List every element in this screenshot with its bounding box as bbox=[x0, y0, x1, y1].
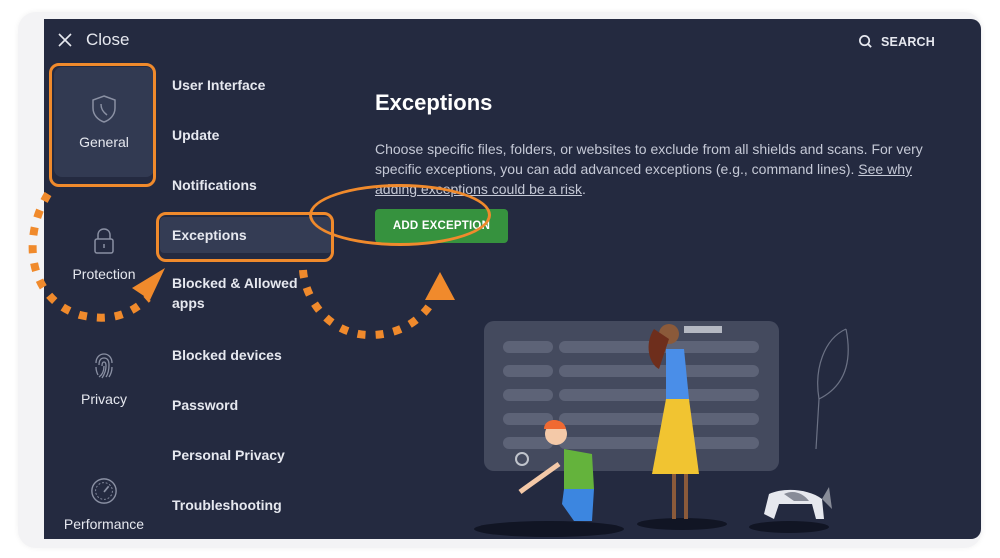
submenu-blocked-devices[interactable]: Blocked devices bbox=[160, 337, 332, 373]
category-label: General bbox=[79, 134, 129, 150]
submenu-label: User Interface bbox=[172, 77, 266, 93]
search-label: SEARCH bbox=[881, 34, 935, 49]
add-exception-button[interactable]: ADD EXCEPTION bbox=[375, 209, 508, 243]
search-icon bbox=[859, 35, 872, 48]
submenu-notifications[interactable]: Notifications bbox=[160, 167, 332, 203]
fingerprint-icon bbox=[95, 353, 113, 379]
category-label: Performance bbox=[63, 516, 145, 532]
exceptions-illustration bbox=[474, 321, 849, 537]
page-title: Exceptions bbox=[375, 90, 493, 115]
submenu-label: Troubleshooting bbox=[172, 497, 282, 513]
submenu-exceptions[interactable]: Exceptions bbox=[160, 217, 332, 253]
submenu-personal-privacy[interactable]: Personal Privacy bbox=[160, 437, 332, 473]
close-button[interactable]: Close bbox=[58, 30, 129, 50]
category-general[interactable]: General bbox=[54, 67, 154, 177]
close-x-icon bbox=[58, 33, 72, 47]
submenu-label: Blocked & Allowed apps bbox=[172, 275, 298, 311]
submenu-label: Blocked devices bbox=[172, 347, 282, 363]
submenu-label: Exceptions bbox=[172, 227, 247, 243]
submenu-label: Personal Privacy bbox=[172, 447, 285, 463]
lock-icon bbox=[94, 228, 114, 254]
submenu-label: Notifications bbox=[172, 177, 257, 193]
settings-window: Close SEARCH General Protection Privacy … bbox=[44, 19, 981, 539]
submenu-user-interface[interactable]: User Interface bbox=[160, 67, 332, 103]
speedometer-icon bbox=[91, 478, 117, 504]
page-description: Choose specific files, folders, or websi… bbox=[375, 139, 935, 199]
submenu-update[interactable]: Update bbox=[160, 117, 332, 153]
link-suffix: . bbox=[582, 181, 586, 197]
submenu-troubleshooting[interactable]: Troubleshooting bbox=[160, 487, 332, 523]
close-label: Close bbox=[86, 30, 130, 49]
category-label: Privacy bbox=[81, 391, 127, 407]
submenu-label: Update bbox=[172, 127, 220, 143]
category-performance[interactable]: Performance bbox=[54, 449, 154, 539]
category-protection[interactable]: Protection bbox=[54, 199, 154, 309]
category-privacy[interactable]: Privacy bbox=[54, 324, 154, 434]
category-label: Protection bbox=[72, 266, 136, 282]
submenu-label: Password bbox=[172, 397, 239, 413]
description-text: Choose specific files, folders, or websi… bbox=[375, 141, 923, 177]
shield-icon bbox=[92, 95, 116, 123]
submenu-password[interactable]: Password bbox=[160, 387, 332, 423]
submenu-blocked-allowed-apps[interactable]: Blocked & Allowed apps bbox=[160, 271, 310, 315]
search-button[interactable]: SEARCH bbox=[858, 34, 935, 49]
